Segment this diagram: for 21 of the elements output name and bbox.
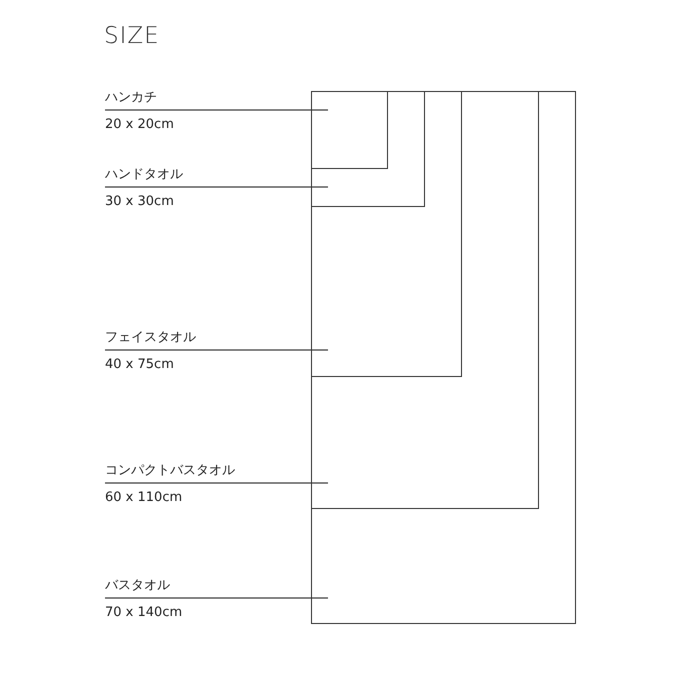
leader-line <box>105 186 328 188</box>
size-label: 30 x 30cm <box>105 194 174 210</box>
towel-outline <box>311 91 462 377</box>
towel-name: フェイスタオル <box>105 330 196 346</box>
leader-line <box>105 597 328 599</box>
towel-name: ハンドタオル <box>105 167 183 183</box>
towel-name: ハンカチ <box>105 90 157 106</box>
towel-outline <box>311 91 576 624</box>
leader-line <box>105 109 328 111</box>
title: SIZE <box>104 22 160 50</box>
leader-line <box>105 349 328 351</box>
towel-outline <box>311 91 388 169</box>
towel-name: バスタオル <box>105 578 170 594</box>
towel-name: コンパクトバスタオル <box>105 463 235 479</box>
towel-outline <box>311 91 539 509</box>
leader-line <box>105 482 328 484</box>
size-label: 70 x 140cm <box>105 605 182 621</box>
size-label: 60 x 110cm <box>105 490 182 506</box>
size-label: 40 x 75cm <box>105 357 174 373</box>
size-label: 20 x 20cm <box>105 117 174 133</box>
towel-outline <box>311 91 425 207</box>
